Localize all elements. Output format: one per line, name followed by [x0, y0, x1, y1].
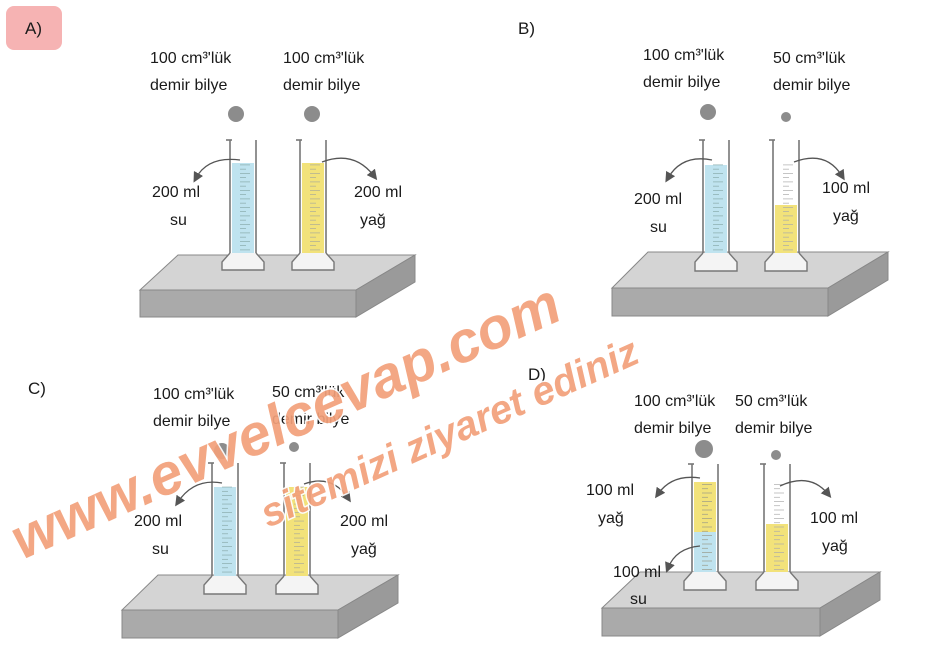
- pointer-arrow: [793, 157, 845, 181]
- panel-a-label: A): [25, 19, 42, 38]
- cylinder-oil: [275, 462, 319, 595]
- panel-d: D) 100 cm³'lük demir bilye 50 cm³'lük de…: [528, 365, 882, 637]
- ball-left-size: 100 cm³'lük: [150, 50, 232, 67]
- ball-right-desc: demir bilye: [773, 77, 850, 94]
- panel-c-label: C): [28, 379, 46, 398]
- pointer-arrow: [779, 479, 832, 499]
- left-liquid-volume: 200 ml: [634, 191, 682, 208]
- left-bottom-liquid-volume: 100 ml: [613, 564, 661, 581]
- ball-left-size: 100 cm³'lük: [634, 393, 716, 410]
- ball-left-size: 100 cm³'lük: [153, 386, 235, 403]
- table-side: [827, 251, 889, 317]
- left-liquid-name: su: [170, 212, 187, 229]
- panel-d-label: D): [528, 365, 546, 384]
- ball-left-desc: demir bilye: [153, 413, 230, 430]
- table-side: [355, 254, 416, 318]
- left-liquid-name: su: [152, 541, 169, 558]
- ball-right-size: 50 cm³'lük: [735, 393, 808, 410]
- table-side: [601, 607, 821, 637]
- iron-ball: [700, 104, 716, 120]
- cylinder-oil: [755, 463, 799, 591]
- cylinder-water-and-oil: [683, 463, 727, 591]
- panel-c: C) 100 cm³'lük demir bilye 50 cm³'lük de…: [28, 379, 400, 639]
- iron-ball: [228, 106, 244, 122]
- table-side: [337, 574, 399, 639]
- pointer-arrow: [175, 481, 223, 507]
- iron-ball: [214, 443, 230, 459]
- ball-right-size: 100 cm³'lük: [283, 50, 365, 67]
- iron-ball: [781, 112, 791, 122]
- right-liquid-name: yağ: [351, 541, 377, 558]
- cylinder-oil: [764, 139, 808, 272]
- pointer-arrow: [321, 157, 378, 181]
- left-liquid-name: su: [650, 219, 667, 236]
- iron-ball: [304, 106, 320, 122]
- left-top-liquid-name: yağ: [598, 510, 624, 527]
- iron-ball: [289, 442, 299, 452]
- ball-right-desc: demir bilye: [735, 420, 812, 437]
- ball-right-desc: demir bilye: [283, 77, 360, 94]
- left-bottom-liquid-name: su: [630, 591, 647, 608]
- ball-right-size: 50 cm³'lük: [272, 384, 345, 401]
- panel-b: B) 100 cm³'lük demir bilye 50 cm³'lük de…: [518, 19, 890, 317]
- table-side: [121, 609, 339, 639]
- table-side: [139, 289, 357, 318]
- ball-right-desc: demir bilye: [272, 411, 349, 428]
- left-top-liquid-volume: 100 ml: [586, 482, 634, 499]
- cylinder-water: [221, 139, 265, 271]
- left-liquid-volume: 200 ml: [152, 184, 200, 201]
- panel-a-label-highlight: [6, 6, 62, 50]
- right-liquid-volume: 200 ml: [340, 513, 388, 530]
- pointer-arrow: [655, 476, 701, 499]
- right-liquid-name: yağ: [360, 212, 386, 229]
- pointer-arrow: [303, 480, 351, 503]
- ball-left-desc: demir bilye: [150, 77, 227, 94]
- iron-ball: [695, 440, 713, 458]
- right-liquid-name: yağ: [833, 208, 859, 225]
- pointer-arrow: [665, 545, 701, 573]
- panel-a: A) 100 cm³'lük demir bilye 100 cm³'lük d…: [6, 6, 417, 318]
- iron-ball: [771, 450, 781, 460]
- right-liquid-volume: 100 ml: [810, 510, 858, 527]
- right-liquid-name: yağ: [822, 538, 848, 555]
- ball-right-size: 50 cm³'lük: [773, 50, 846, 67]
- pointer-arrow: [665, 158, 713, 183]
- panel-b-label: B): [518, 19, 535, 38]
- right-liquid-volume: 200 ml: [354, 184, 402, 201]
- ball-left-size: 100 cm³'lük: [643, 47, 725, 64]
- ball-left-desc: demir bilye: [643, 74, 720, 91]
- cylinder-water: [694, 139, 738, 272]
- cylinder-oil: [291, 139, 335, 271]
- right-liquid-volume: 100 ml: [822, 180, 870, 197]
- pointer-arrow: [193, 158, 241, 183]
- table-side: [611, 287, 829, 317]
- ball-left-desc: demir bilye: [634, 420, 711, 437]
- left-liquid-volume: 200 ml: [134, 513, 182, 530]
- table-side: [819, 571, 881, 637]
